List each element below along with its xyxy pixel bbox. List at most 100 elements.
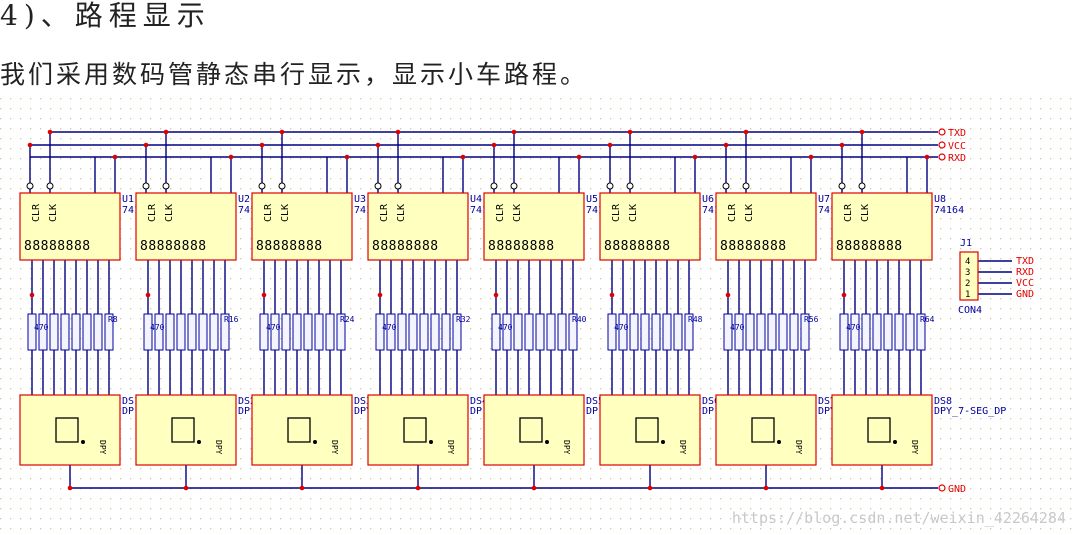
resistor-value: 470 (150, 323, 165, 332)
clr-bubble (722, 182, 730, 190)
clr-bubble (258, 182, 266, 190)
display-pin-label: DPY (562, 440, 571, 455)
junction (228, 154, 234, 160)
resistor (375, 313, 385, 351)
chip-output-pins: 88888888 (604, 239, 671, 254)
resistor (270, 313, 280, 351)
resistor (916, 313, 926, 351)
seven-segment-display (715, 394, 817, 466)
chip-output-pins: 88888888 (256, 239, 323, 254)
chip-output-pins: 88888888 (140, 239, 207, 254)
resistor (662, 313, 672, 351)
chip-pin-clk: CLK (512, 204, 523, 222)
resistor-ref: R48 (688, 315, 703, 324)
digit-segments (867, 417, 891, 443)
resistor (27, 313, 37, 351)
resistor (220, 313, 230, 351)
resistor-ref: R8 (108, 315, 118, 324)
resistor-value: 470 (846, 323, 861, 332)
display-pin-label: DPY (910, 440, 919, 455)
digit-segments (55, 417, 79, 443)
resistor-ref: R64 (920, 315, 935, 324)
seven-segment-display (599, 394, 701, 466)
junction (259, 142, 265, 148)
resistor (49, 313, 59, 351)
chip-pin-clk: CLK (48, 204, 59, 222)
net-port (938, 128, 946, 136)
resistor (629, 313, 639, 351)
resistor (281, 313, 291, 351)
chip-ref: U8 (934, 194, 946, 205)
digit-dp (545, 440, 549, 444)
resistor-value: 470 (266, 323, 281, 332)
shift-register-chip (715, 192, 817, 261)
resistor (491, 313, 501, 351)
resistor-value: 470 (730, 323, 745, 332)
chip-pin-clk: CLK (280, 204, 291, 222)
clr-bubble (838, 182, 846, 190)
chip-pin-clr: CLR (495, 203, 506, 222)
resistor (640, 313, 650, 351)
resistor (143, 313, 153, 351)
chip-part: 74164 (934, 205, 964, 216)
chip-ref: U4 (470, 194, 482, 205)
junction (531, 485, 537, 491)
display-part: DP (702, 406, 714, 417)
resistor (165, 313, 175, 351)
junction (112, 154, 118, 160)
clr-bubble (142, 182, 150, 190)
resistor (557, 313, 567, 351)
chip-ref: U1 (122, 194, 134, 205)
digit-segments (287, 417, 311, 443)
junction (377, 292, 383, 298)
seven-segment-display (367, 394, 469, 466)
junction (627, 129, 633, 135)
net-port (938, 153, 946, 161)
shift-register-chip (367, 192, 469, 261)
connector-pin-number: 4 (965, 257, 970, 267)
resistor (745, 313, 755, 351)
clk-bubble (46, 182, 54, 190)
resistor (618, 313, 628, 351)
resistor (535, 313, 545, 351)
resistor (883, 313, 893, 351)
junction (143, 142, 149, 148)
junction (725, 292, 731, 298)
display-pin-label: DPY (794, 440, 803, 455)
clr-bubble (490, 182, 498, 190)
digit-dp (661, 440, 665, 444)
resistor (734, 313, 744, 351)
junction (491, 142, 497, 148)
seven-segment-display (483, 394, 585, 466)
resistor (303, 313, 313, 351)
junction (609, 292, 615, 298)
display-ref: DS4 (470, 396, 488, 407)
digit-segments (171, 417, 195, 443)
shift-register-chip (831, 192, 933, 261)
resistor-ref: R16 (224, 315, 239, 324)
resistor (800, 313, 810, 351)
resistor (767, 313, 777, 351)
chip-pin-clr: CLR (727, 203, 738, 222)
chip-pin-clk: CLK (744, 204, 755, 222)
display-ref: DS1 (122, 396, 140, 407)
parts-layer: TXDVCCRXDGNDU174164CLRCLK88888888470R8DS… (19, 128, 1034, 495)
resistor (568, 313, 578, 351)
resistor-ref: R56 (804, 315, 819, 324)
digit-segments (519, 417, 543, 443)
chip-ref: U7 (818, 194, 830, 205)
net-label: RXD (948, 153, 966, 164)
digit-segments (751, 417, 775, 443)
display-part: DP (238, 406, 250, 417)
junction (279, 129, 285, 135)
connector-pin-number: 3 (965, 268, 970, 278)
junction (67, 485, 73, 491)
resistor (82, 313, 92, 351)
chip-pin-clr: CLR (263, 203, 274, 222)
chip-output-pins: 88888888 (488, 239, 555, 254)
section-description: 我们采用数码管静态串行显示，显示小车路程。 (0, 60, 589, 89)
resistor (789, 313, 799, 351)
connector-net-label: TXD (1016, 256, 1034, 267)
display-part: DP (586, 406, 598, 417)
resistor (325, 313, 335, 351)
